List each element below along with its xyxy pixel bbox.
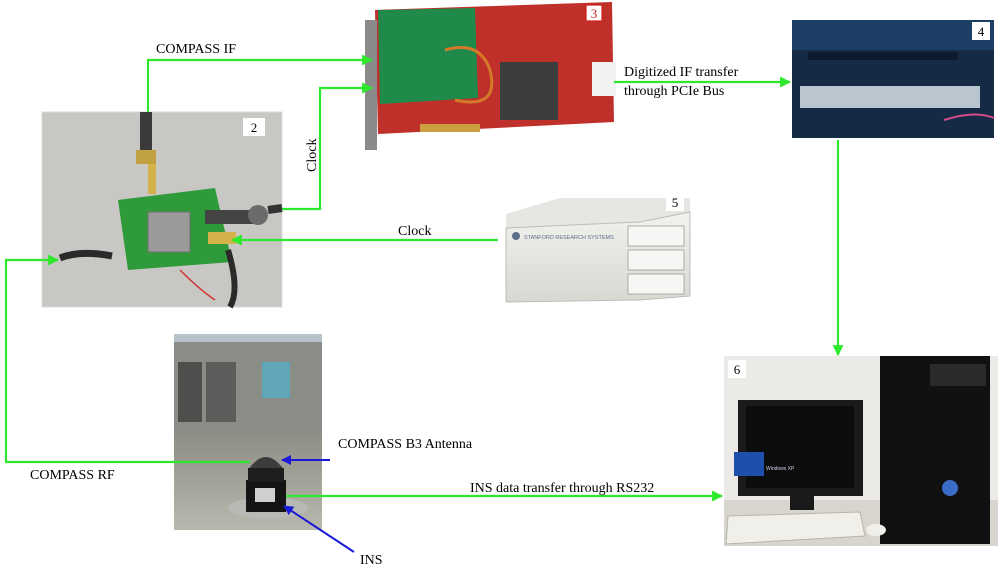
digitized-transfer-label-1: Digitized IF transfer: [624, 65, 739, 80]
digitized-transfer-label-2: through PCIe Bus: [624, 84, 724, 99]
computer-number: 6: [734, 362, 741, 377]
clock-to-card-line: [282, 82, 374, 211]
antenna-dome: [248, 457, 284, 470]
pcie-card-number: 3: [591, 6, 598, 21]
compass-if-label: COMPASS IF: [156, 42, 236, 57]
ins-pointer: [283, 505, 355, 553]
compass-b3-antenna-label: COMPASS B3 Antenna: [338, 437, 473, 452]
compass-rf-line: [4, 254, 250, 464]
keyboard: [725, 511, 866, 545]
compass-rf-label: COMPASS RF: [30, 468, 115, 483]
computer-photo: Windows XP 6: [724, 356, 998, 546]
pc-tower: [880, 356, 990, 544]
pointer-lines: [281, 455, 355, 553]
clock-source-number: 5: [672, 195, 679, 210]
ins-label: INS: [360, 553, 383, 568]
clock-vertical-label: Clock: [305, 139, 320, 172]
clock-source-photo: STANFORD RESEARCH SYSTEMS 5: [498, 190, 694, 303]
signal-lines: [4, 54, 844, 502]
clock-horizontal-label: Clock: [398, 224, 431, 239]
clock-brand-text: STANFORD RESEARCH SYSTEMS: [524, 235, 614, 241]
frontend-number: 2: [251, 120, 258, 135]
antenna-ins-photo: [174, 334, 322, 530]
pc-slot-photo: 4: [792, 20, 995, 138]
monitor-brand-text: Windows XP: [766, 466, 795, 472]
frontend-photo: 2: [41, 111, 283, 309]
rf-chip: [147, 211, 191, 253]
compass-if-line: [146, 54, 374, 112]
pcie-card-daughterboard: [378, 8, 478, 104]
pcie-card-photo: 3: [365, 2, 616, 150]
pc-slot-number: 4: [978, 24, 985, 39]
ins-data-label: INS data transfer through RS232: [470, 481, 654, 496]
